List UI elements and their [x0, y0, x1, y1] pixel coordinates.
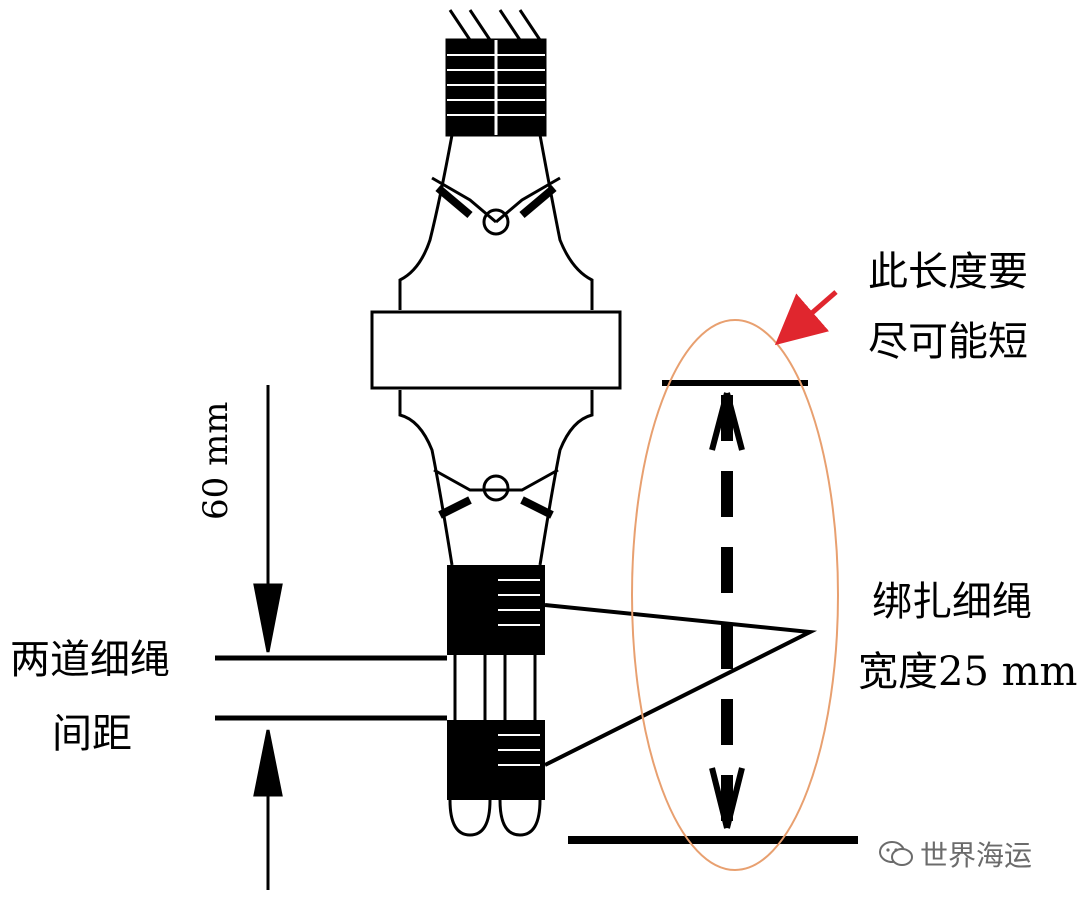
note-label-line-1: 此长度要	[868, 249, 1028, 295]
cables-between-bindings	[453, 655, 537, 720]
lower-binding-top	[447, 565, 545, 655]
note-label-line-2: 尽可能短	[868, 319, 1028, 365]
gap-label-line-2: 间距	[52, 711, 132, 757]
length-dimension	[568, 380, 858, 844]
upper-rope-wraps	[445, 9, 547, 137]
binding-label-line-2: 宽度25 mm	[858, 649, 1078, 695]
gap-dimension	[215, 385, 447, 890]
watermark-text: 世界海运	[920, 839, 1033, 872]
binding-label-line-1: 绑扎细绳	[872, 579, 1032, 625]
gap-label-line-1: 两道细绳	[10, 637, 170, 683]
binding-pointer	[544, 603, 818, 767]
wechat-icon	[879, 841, 913, 866]
highlight-ellipse	[631, 319, 839, 871]
gap-value-label: 60 mm	[196, 401, 236, 520]
upper-cables	[398, 134, 594, 310]
red-pointer-arrow	[774, 290, 838, 346]
watermark: 世界海运	[878, 834, 1032, 874]
lower-binding-bottom	[447, 720, 545, 837]
center-block	[370, 310, 622, 390]
lower-cables	[398, 390, 594, 566]
